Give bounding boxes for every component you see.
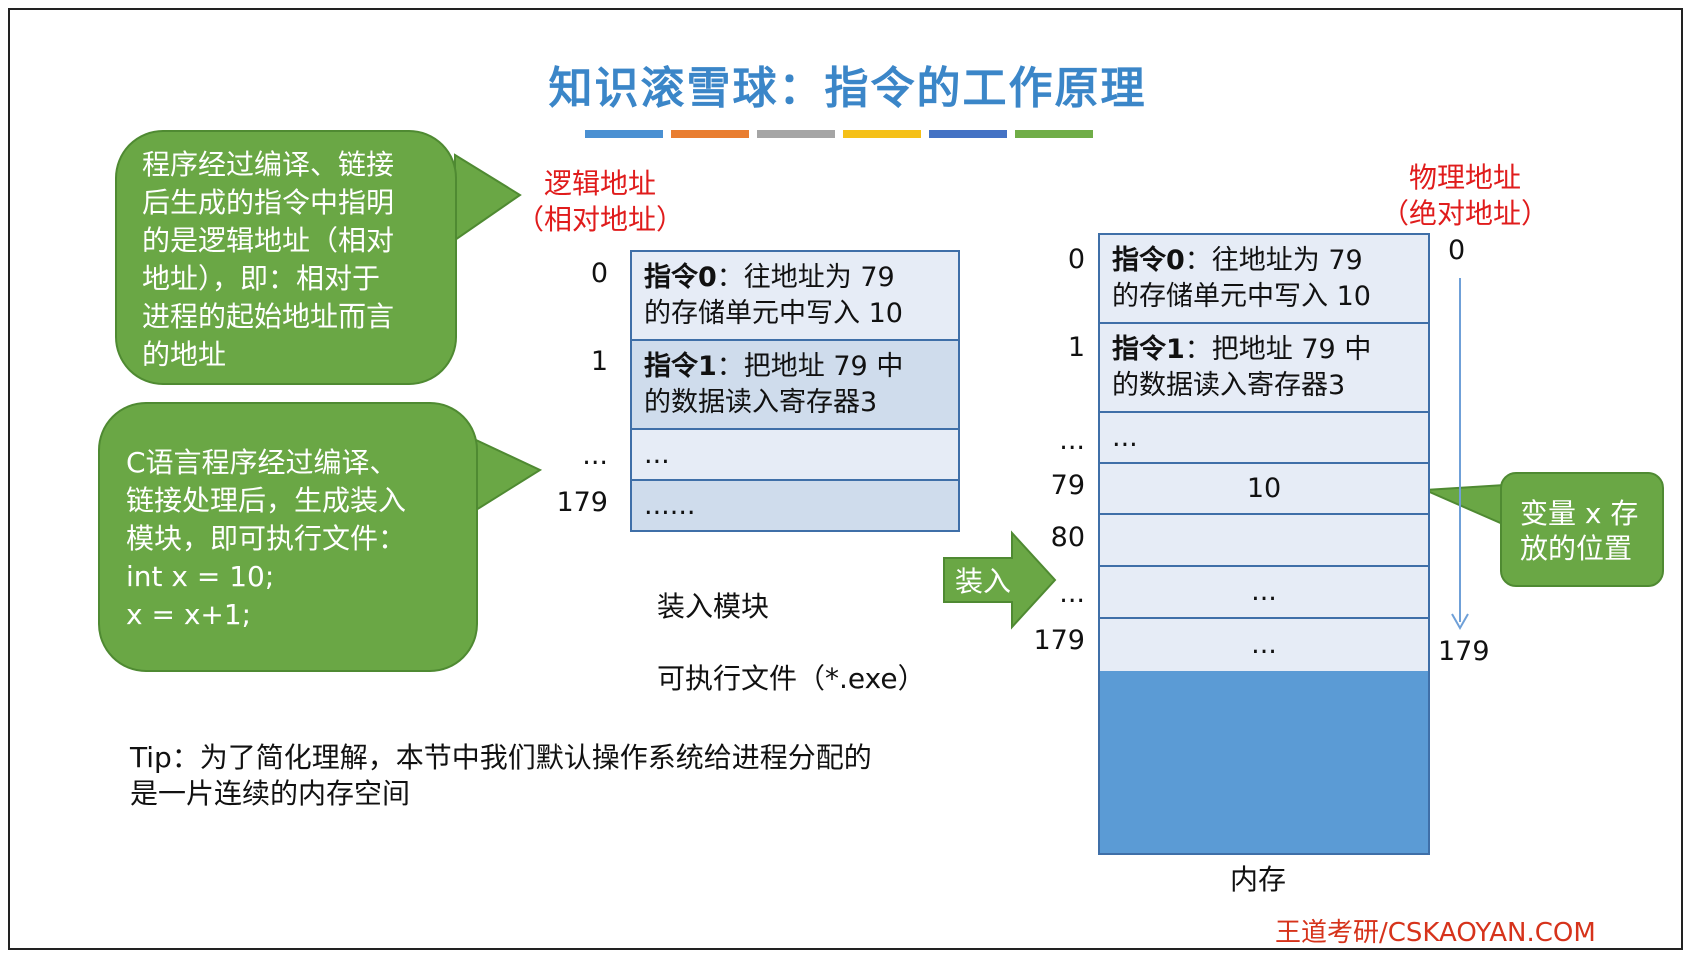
memory-row: ... (1100, 567, 1428, 619)
memory-table: 指令0：往地址为 79 的存储单元中写入 10 指令1：把地址 79 中 的数据… (1098, 233, 1430, 855)
logical-address-label: 逻辑地址 （相对地址） (505, 166, 695, 238)
module-row: ... (632, 430, 958, 481)
program-note-bubble: C语言程序经过编译、 链接处理后，生成装入 模块，即可执行文件： int x =… (98, 402, 478, 672)
physical-address-line1: 物理地址 (1408, 161, 1521, 194)
stripe-2 (671, 130, 749, 138)
memory-row1-rest: ：把地址 79 中 (1184, 333, 1372, 365)
physical-address-label: 物理地址 （绝对地址） (1365, 160, 1565, 232)
memory-row0-line2: 的存储单元中写入 10 (1112, 280, 1371, 312)
memory-address-ellipsis-1: ... (1059, 425, 1085, 456)
memory-address-179: 179 (1033, 625, 1085, 656)
module-address-0: 0 (590, 258, 608, 289)
stripe-3 (757, 130, 835, 138)
variable-location-bubble: 变量 x 存 放的位置 (1500, 472, 1664, 587)
module-address-ellipsis: ... (582, 440, 608, 471)
physical-address-line2: （绝对地址） (1380, 197, 1549, 230)
module-row-line1: 指令0：往地址为 79 (644, 260, 946, 296)
module-row: 指令0：往地址为 79 的存储单元中写入 10 (632, 252, 958, 341)
module-row1-bold: 指令1 (644, 350, 717, 382)
module-row-line1: 指令1：把地址 79 中 (644, 349, 946, 385)
bubble2-pointer (475, 438, 543, 512)
stripe-4 (843, 130, 921, 138)
module-address-179: 179 (556, 487, 608, 518)
load-arrow-label: 装入 (955, 565, 1012, 598)
module-row: 指令1：把地址 79 中 的数据读入寄存器3 (632, 341, 958, 430)
memory-row (1100, 515, 1428, 567)
memory-row0-rest: ：往地址为 79 (1184, 244, 1363, 276)
load-arrow (943, 530, 1057, 630)
memory-row: 指令0：往地址为 79 的存储单元中写入 10 (1100, 235, 1428, 324)
address-range-arrowhead (1451, 613, 1469, 631)
var-bubble-pointer (1424, 483, 1506, 527)
module-row: ...... (632, 481, 958, 530)
memory-row: ... (1100, 413, 1428, 464)
load-module-table: 指令0：往地址为 79 的存储单元中写入 10 指令1：把地址 79 中 的数据… (630, 250, 960, 532)
stripe-5 (929, 130, 1007, 138)
range-start-label: 0 (1448, 235, 1466, 266)
slide-frame (8, 8, 1683, 950)
memory-row5-text: ... (1251, 576, 1277, 607)
compile-note-bubble: 程序经过编译、链接 后生成的指令中指明 的是逻辑地址（相对 地址），即：相对于 … (115, 130, 457, 385)
logical-address-line1: 逻辑地址 (543, 167, 656, 200)
memory-address-0: 0 (1067, 244, 1085, 275)
memory-row1-bold: 指令1 (1112, 333, 1185, 365)
memory-address-ellipsis-2: ... (1059, 578, 1085, 609)
program-note-text: C语言程序经过编译、 链接处理后，生成装入 模块，即可执行文件： int x =… (126, 446, 407, 631)
module-caption: 装入模块 可执行文件（*.exe） (657, 553, 926, 733)
module-row0-line2: 的存储单元中写入 10 (644, 297, 903, 329)
memory-row6-text: ... (1251, 629, 1277, 660)
range-end-label: 179 (1438, 636, 1490, 667)
memory-row: ... (1100, 619, 1428, 671)
module-row1-rest: ：把地址 79 中 (716, 350, 904, 382)
stripe-1 (585, 130, 663, 138)
module-row1-line2: 的数据读入寄存器3 (644, 386, 878, 418)
module-address-1: 1 (590, 346, 608, 377)
memory-label: 内存 (1230, 863, 1287, 896)
footer-brand: 王道考研/CSKAOYAN.COM (1275, 918, 1596, 948)
memory-address-79: 79 (1050, 470, 1085, 501)
title-stripes (585, 130, 1093, 138)
memory-address-80: 80 (1050, 522, 1085, 553)
memory-row2-text: ... (1112, 421, 1138, 453)
logical-address-line2: （相对地址） (515, 203, 684, 236)
tip-text: Tip：为了简化理解，本节中我们默认操作系统给进程分配的 是一片连续的内存空间 (130, 741, 872, 810)
slide-title: 知识滚雪球：指令的工作原理 (548, 63, 1147, 114)
compile-note-text: 程序经过编译、链接 后生成的指令中指明 的是逻辑地址（相对 地址），即：相对于 … (142, 148, 395, 371)
module-row2-text: ... (644, 438, 670, 470)
memory-row-line1: 指令0：往地址为 79 (1112, 243, 1416, 279)
memory-address-1: 1 (1067, 332, 1085, 363)
module-row0-rest: ：往地址为 79 (716, 261, 895, 293)
module-caption-line1: 装入模块 (657, 590, 770, 623)
module-row3-text: ...... (644, 489, 696, 521)
memory-row0-bold: 指令0 (1112, 244, 1185, 276)
memory-row-variable-x: 10 (1100, 464, 1428, 515)
variable-location-text: 变量 x 存 放的位置 (1520, 497, 1639, 565)
memory-row1-line2: 的数据读入寄存器3 (1112, 369, 1346, 401)
stripe-6 (1015, 130, 1093, 138)
memory-row3-text: 10 (1246, 472, 1282, 504)
memory-row: 指令1：把地址 79 中 的数据读入寄存器3 (1100, 324, 1428, 413)
module-row0-bold: 指令0 (644, 261, 717, 293)
module-caption-line2: 可执行文件（*.exe） (657, 662, 926, 695)
memory-row-line1: 指令1：把地址 79 中 (1112, 332, 1416, 368)
